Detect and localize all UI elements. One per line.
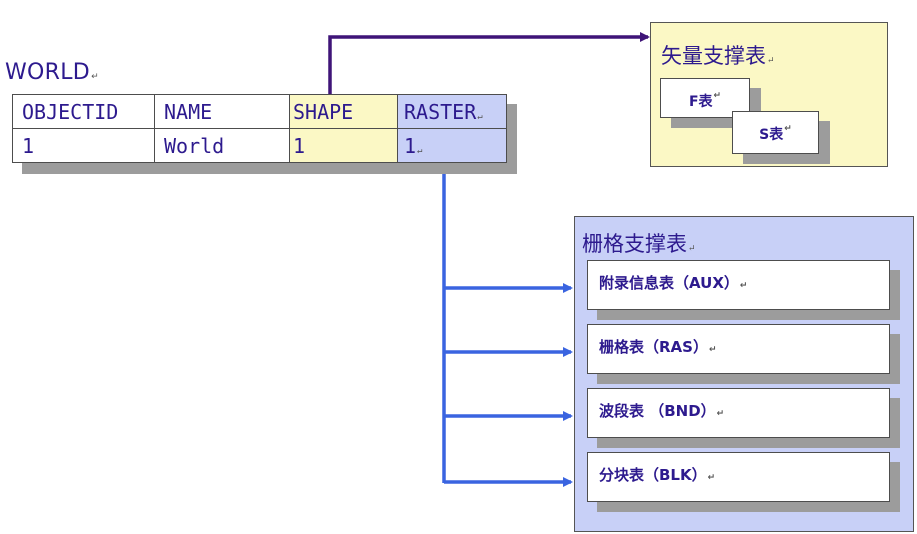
raster-support-title: 栅格支撑表↵ <box>582 232 696 256</box>
aux-table-box: 附录信息表（AUX）↵ <box>587 260 890 310</box>
blk-table-box: 分块表（BLK）↵ <box>587 452 890 502</box>
s-table-box: S表↵ <box>732 111 819 154</box>
table-header-row: OBJECTID NAME SHAPE RASTER↵ <box>12 94 507 129</box>
world-table: OBJECTID NAME SHAPE RASTER↵ 1 World 1 1↵ <box>12 94 507 163</box>
ras-table-box: 栅格表（RAS）↵ <box>587 324 890 374</box>
vector-support-title: 矢量支撑表↵ <box>661 44 775 68</box>
cell-shape: 1 <box>289 128 398 163</box>
header-name: NAME <box>154 94 290 129</box>
f-table-box: F表↵ <box>660 78 750 118</box>
table-row: 1 World 1 1↵ <box>12 128 507 163</box>
cell-name: World <box>154 128 290 163</box>
cell-objectid: 1 <box>12 128 155 163</box>
bnd-table-box: 波段表 （BND）↵ <box>587 388 890 438</box>
header-objectid: OBJECTID <box>12 94 155 129</box>
shape-to-vector-arrow <box>328 32 650 94</box>
cell-raster: 1↵ <box>397 128 507 163</box>
header-shape: SHAPE <box>289 94 398 129</box>
header-raster: RASTER↵ <box>397 94 507 129</box>
world-title: WORLD↵ <box>5 60 99 85</box>
